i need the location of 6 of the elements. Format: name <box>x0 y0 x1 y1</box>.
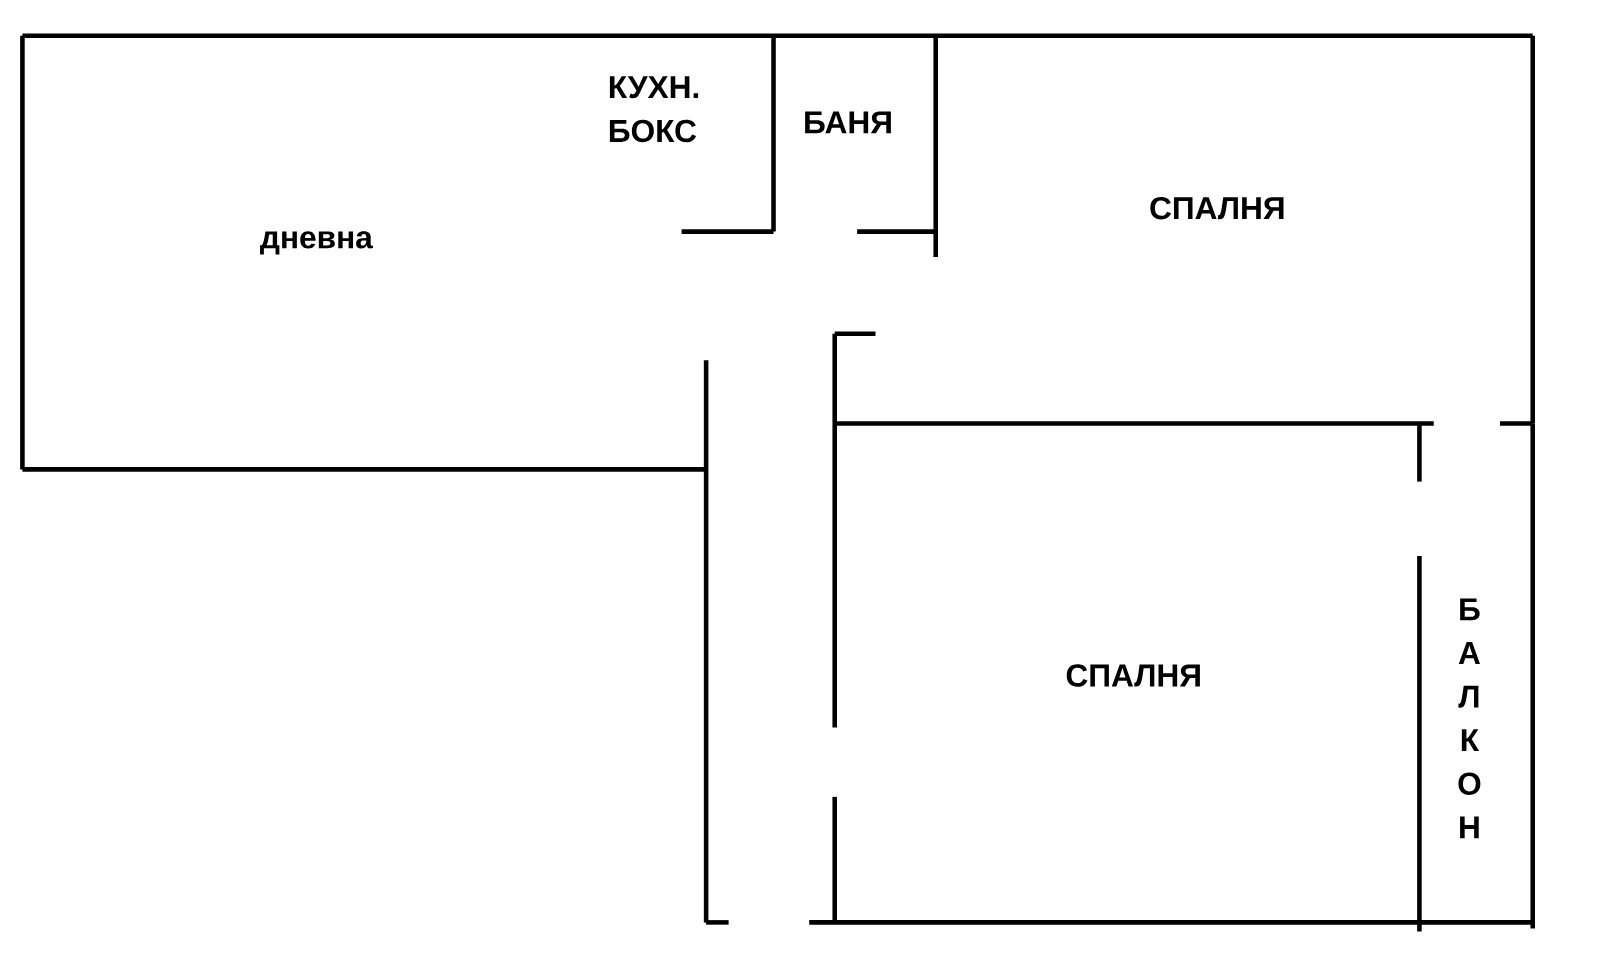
room-label: СПАЛНЯ <box>1066 664 1200 687</box>
room-label: КУХН. БОКС <box>609 76 699 143</box>
room-label: БАЛКОН <box>1458 598 1481 839</box>
room-label: БАНЯ <box>805 111 891 134</box>
room-label: СПАЛНЯ <box>1150 196 1284 220</box>
room-label: дневна <box>260 231 373 255</box>
